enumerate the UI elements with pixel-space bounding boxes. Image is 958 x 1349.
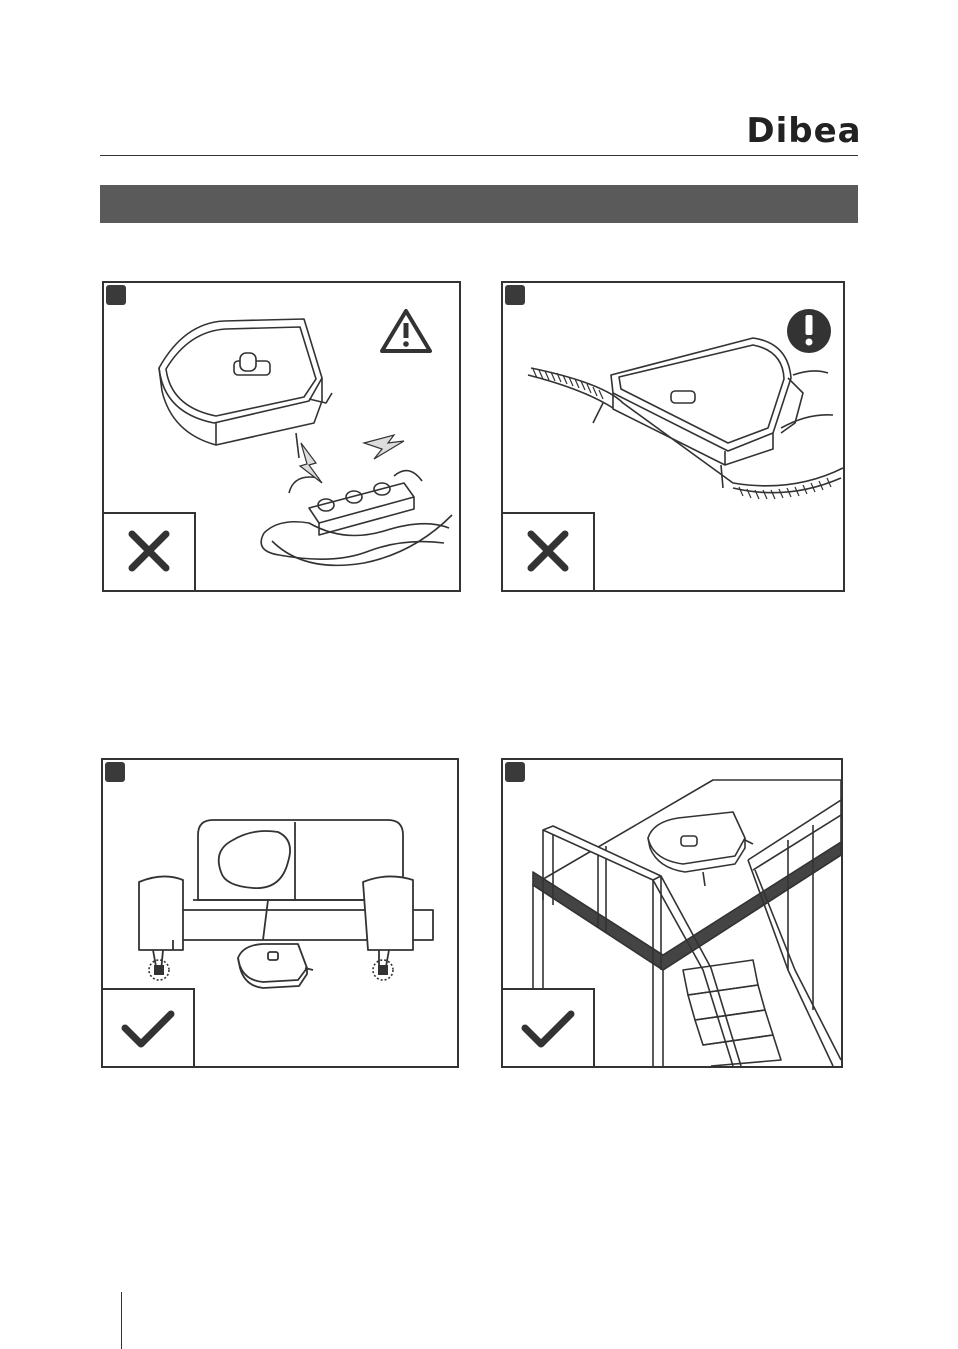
section-title-bar: [100, 185, 858, 223]
cross-icon: [104, 514, 194, 590]
step-number-badge: [505, 762, 525, 782]
step-number-badge: [106, 285, 126, 305]
mark-box: [503, 988, 595, 1066]
header-rule: [100, 155, 858, 156]
check-icon: [103, 990, 193, 1066]
panel-sofa: [101, 758, 459, 1068]
page-margin-rule: [121, 1292, 122, 1349]
mark-box: [104, 512, 196, 590]
cross-icon: [503, 514, 593, 590]
panel-stairs: [501, 758, 843, 1068]
brand-logo: Dibea: [748, 108, 860, 152]
panel-power-strip: [102, 281, 461, 592]
mark-box: [503, 512, 595, 590]
step-number-badge: [105, 762, 125, 782]
brand-logo-text: Dibea: [748, 111, 860, 151]
check-icon: [503, 990, 593, 1066]
exclamation-circle-icon: [787, 309, 831, 353]
panel-carpet-fringe: [501, 281, 845, 592]
warning-triangle-icon: [382, 311, 430, 351]
step-number-badge: [505, 285, 525, 305]
mark-box: [103, 988, 195, 1066]
